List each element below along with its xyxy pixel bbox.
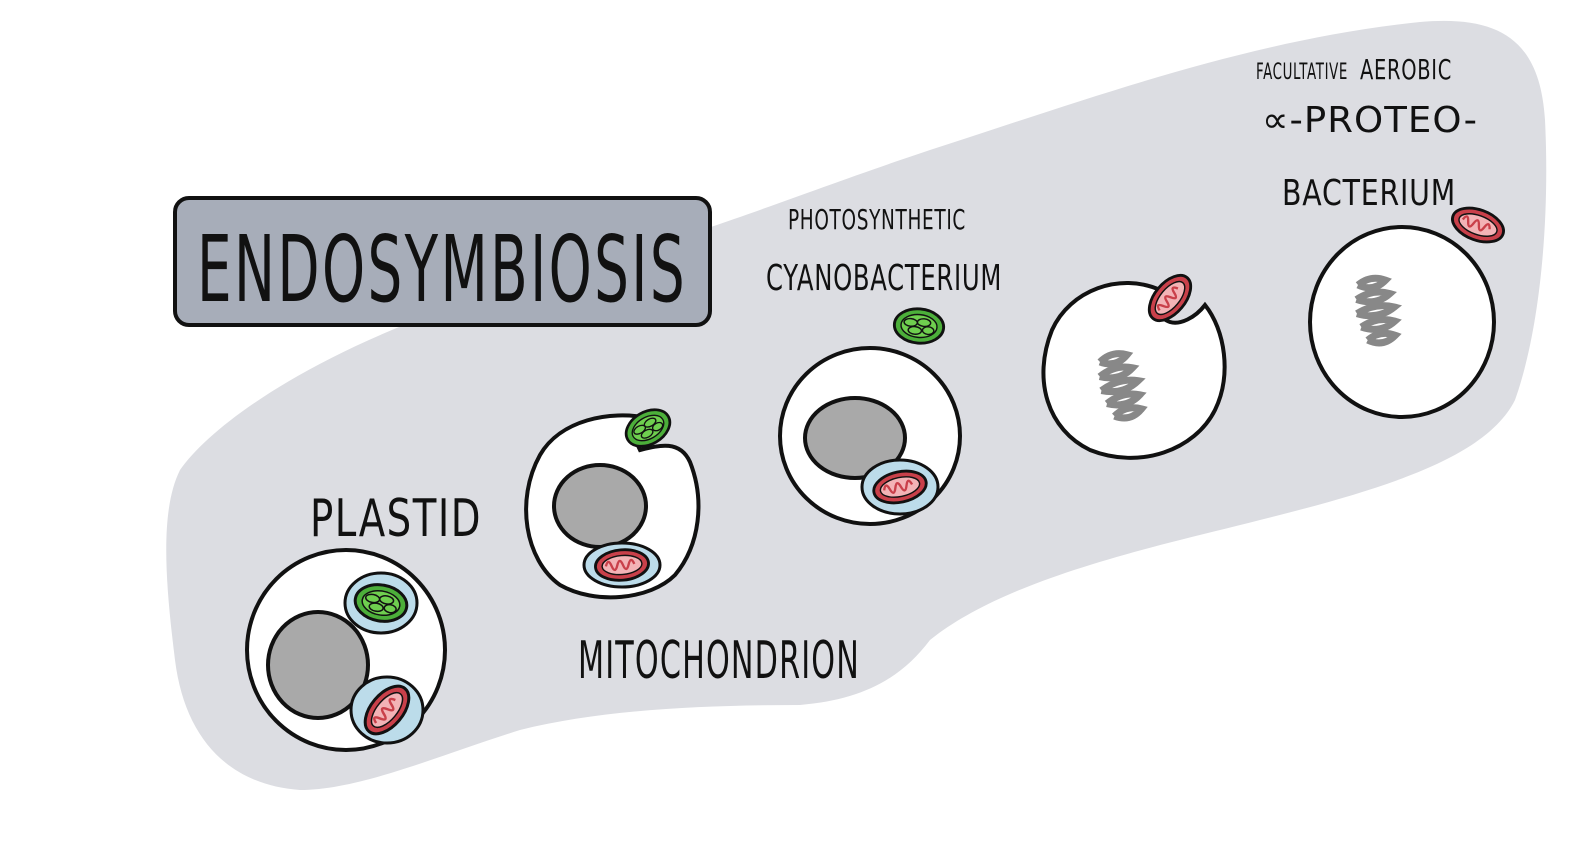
label-plastid: PLASTID [310,489,482,549]
page-title: ENDOSYMBIOSIS [197,216,687,323]
label-proteo-line3: BACTERIUM [1282,173,1456,214]
nucleus [552,463,648,549]
label-proteo-line2: ∝-PROTEO- [1262,100,1478,141]
label-proteo-prefix-small: FACULTATIVE [1256,60,1348,85]
title-box: ENDOSYMBIOSIS [173,196,712,327]
nucleus [266,610,370,720]
cell-plant [245,548,447,752]
cell-engulfing-proteobacterium [1041,266,1227,460]
cell-host [1308,200,1510,419]
label-cyano-line1: PHOTOSYNTHETIC [788,203,966,236]
label-mitochondrion: MITOCHONDRION [578,631,860,691]
label-proteo-prefix: AEROBIC [1360,53,1452,86]
cell-with-mitochondrion [778,305,962,526]
cell-engulfing-cyano [524,400,701,600]
label-cyano-line2: CYANOBACTERIUM [766,258,1002,299]
nucleus [803,396,907,480]
